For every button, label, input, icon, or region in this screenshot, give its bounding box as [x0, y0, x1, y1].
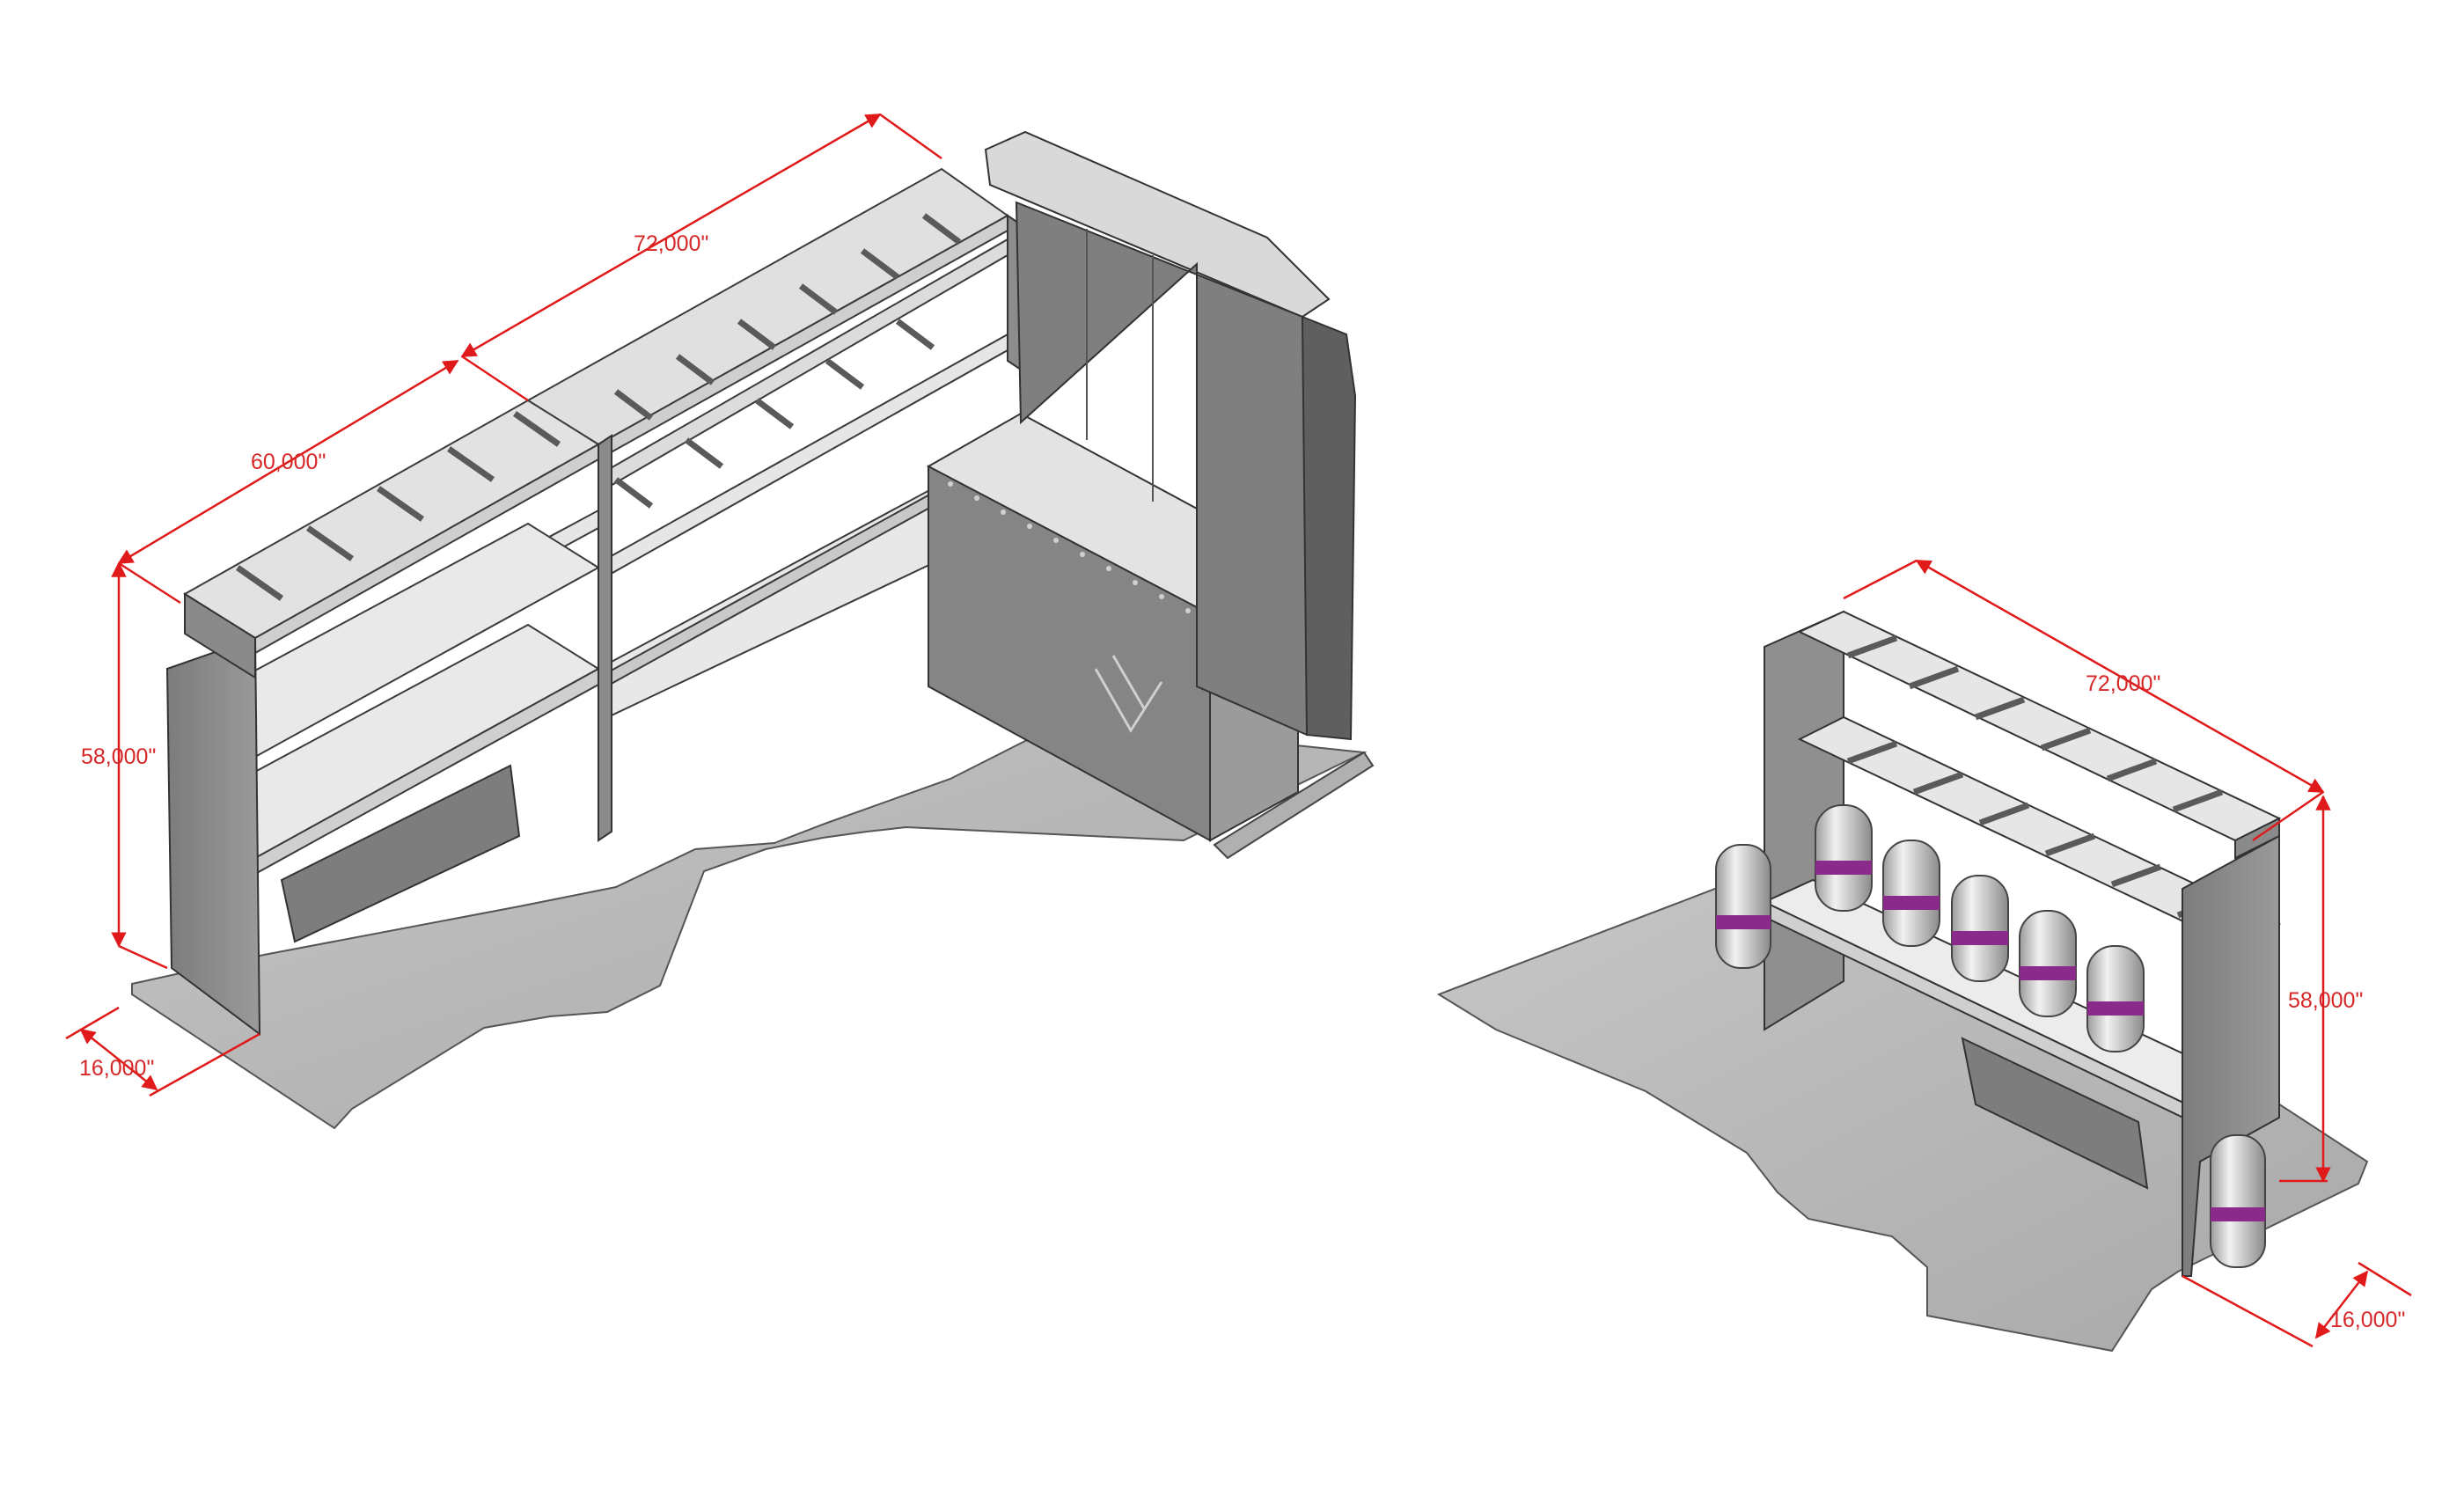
- propane-tank: [2210, 1134, 2266, 1268]
- bulkhead: [984, 130, 1375, 860]
- propane-tank: [1882, 840, 1940, 947]
- dim-right-72: 72,000": [2086, 671, 2160, 696]
- left-dimensions: 72,000" 60,000" 58,000" 16,000": [65, 113, 942, 1097]
- dim-left-58: 58,000": [81, 744, 156, 769]
- propane-tank: [1815, 804, 1873, 912]
- right-assembly: 72,000" 58,000" 16,000": [1436, 559, 2412, 1353]
- propane-tank: [1951, 875, 2009, 982]
- propane-tank: [2086, 945, 2145, 1052]
- dim-right-16: 16,000": [2330, 1308, 2405, 1332]
- left-assembly: 72,000" 60,000" 58,000" 16,000": [65, 113, 1375, 1130]
- dim-left-72: 72,000": [634, 231, 708, 256]
- right-dimensions: 72,000" 58,000" 16,000": [1843, 559, 2412, 1348]
- dim-right-58: 58,000": [2288, 988, 2363, 1013]
- dim-left-16: 16,000": [79, 1056, 154, 1081]
- propane-tanks: [1715, 804, 2266, 1268]
- propane-tank: [1715, 844, 1771, 969]
- propane-tank: [2019, 910, 2077, 1017]
- left-floor: [131, 720, 1368, 1130]
- shelf-unit-rear: [526, 167, 1022, 723]
- dim-left-60: 60,000": [251, 450, 326, 474]
